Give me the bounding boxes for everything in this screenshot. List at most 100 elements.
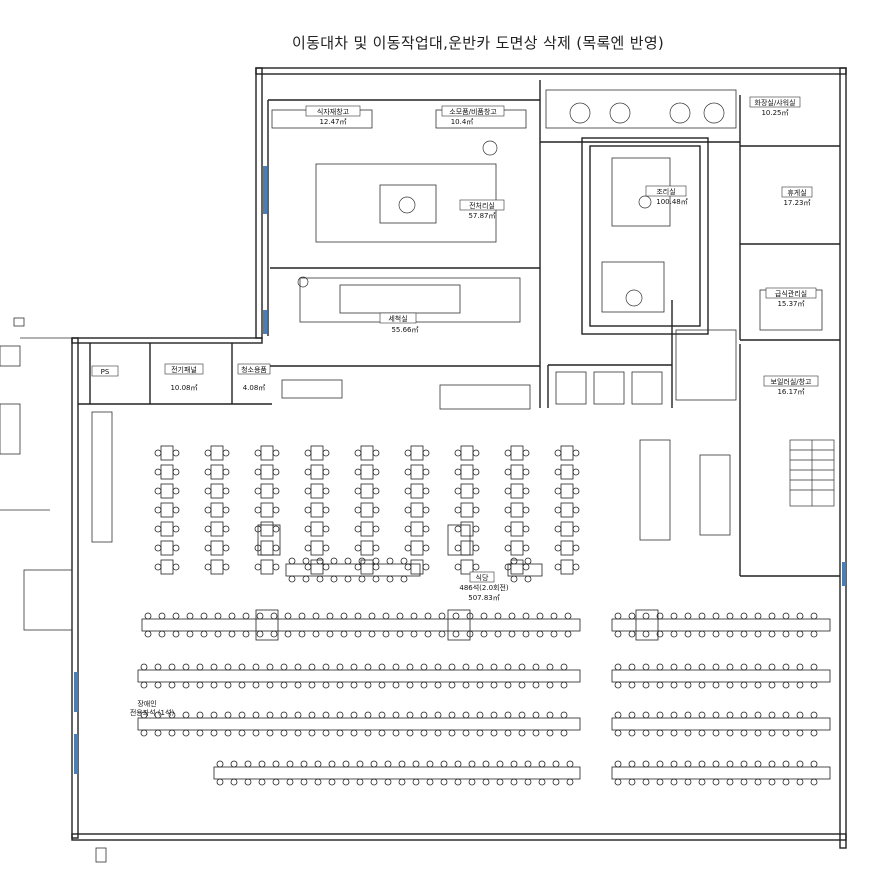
room-consumable-storage-name: 소모품/비품창고 bbox=[449, 107, 497, 116]
dining-table-mark bbox=[154, 663, 162, 671]
dining-table-mark bbox=[472, 544, 480, 552]
dining-table-mark bbox=[460, 445, 474, 461]
dining-table-mark bbox=[322, 729, 330, 737]
dining-table-mark bbox=[336, 711, 344, 719]
dining-table-mark bbox=[434, 681, 442, 689]
dining-table-mark bbox=[532, 711, 540, 719]
dining-table-mark bbox=[628, 681, 636, 689]
dining-table-mark bbox=[494, 630, 502, 638]
dining-table-mark bbox=[272, 778, 280, 786]
dining-table-mark bbox=[372, 506, 380, 514]
dining-table-mark bbox=[300, 778, 308, 786]
dining-table-mark bbox=[252, 663, 260, 671]
dining-table-mark bbox=[768, 612, 776, 620]
room-meal-office-area: 15.37㎡ bbox=[777, 300, 804, 308]
dining-table-mark bbox=[398, 760, 406, 768]
dining-table-mark bbox=[284, 612, 292, 620]
dining-table-mark bbox=[378, 711, 386, 719]
dining-table-mark bbox=[754, 711, 762, 719]
dining-table-mark bbox=[322, 506, 330, 514]
dining-table-mark bbox=[538, 778, 546, 786]
dining-table-mark bbox=[754, 729, 762, 737]
dining-table-mark bbox=[796, 778, 804, 786]
dining-table-mark bbox=[726, 729, 734, 737]
dining-table-mark bbox=[490, 681, 498, 689]
dining-table-mark bbox=[796, 729, 804, 737]
dining-table-mark bbox=[238, 681, 246, 689]
dining-table-mark bbox=[216, 760, 224, 768]
dining-table-mark bbox=[684, 681, 692, 689]
dining-table-mark bbox=[522, 468, 530, 476]
dining-table-mark bbox=[404, 563, 412, 571]
dining-table-mark bbox=[404, 468, 412, 476]
dining-table-mark bbox=[336, 729, 344, 737]
dining-table-mark bbox=[468, 760, 476, 768]
dining-table-mark bbox=[382, 612, 390, 620]
room-cooking-name: 조리실 bbox=[656, 187, 675, 196]
dining-table-mark bbox=[238, 729, 246, 737]
dining-table-mark bbox=[304, 563, 312, 571]
dining-table-mark bbox=[518, 681, 526, 689]
dining-table-mark bbox=[560, 559, 574, 575]
dining-table-mark bbox=[168, 729, 176, 737]
dining-table-mark bbox=[252, 681, 260, 689]
dining-table-mark bbox=[172, 544, 180, 552]
dining-table-mark bbox=[754, 663, 762, 671]
dining-table-mark bbox=[448, 729, 456, 737]
dining-table-mark bbox=[310, 483, 324, 499]
dining-table-mark bbox=[256, 612, 264, 620]
dining-table-mark bbox=[272, 525, 280, 533]
dining-table-mark bbox=[308, 681, 316, 689]
dining-table-mark bbox=[214, 612, 222, 620]
dining-table-mark bbox=[302, 575, 310, 583]
dining-table-mark bbox=[698, 681, 706, 689]
dining-table-mark bbox=[522, 612, 530, 620]
dining-table-mark bbox=[782, 778, 790, 786]
dining-table-mark bbox=[504, 729, 512, 737]
dining-table-mark bbox=[670, 612, 678, 620]
dining-table-mark bbox=[308, 729, 316, 737]
dining-table-mark bbox=[460, 483, 474, 499]
dining-table-mark bbox=[572, 563, 580, 571]
dining-table-mark bbox=[796, 630, 804, 638]
dining-table-mark bbox=[628, 612, 636, 620]
dining-table-mark bbox=[372, 449, 380, 457]
dining-table-mark bbox=[440, 778, 448, 786]
dining-table-mark bbox=[448, 663, 456, 671]
dining-table-mark bbox=[447, 524, 471, 556]
dining-table-mark bbox=[266, 663, 274, 671]
dining-table-mark bbox=[404, 544, 412, 552]
dining-table-mark bbox=[684, 760, 692, 768]
dining-table-mark bbox=[796, 663, 804, 671]
dining-table-mark bbox=[447, 609, 471, 641]
dining-table-mark bbox=[372, 468, 380, 476]
dining-table-mark bbox=[740, 681, 748, 689]
accessible-seat-label-2: 전용좌석 (1석) bbox=[130, 708, 175, 717]
dining-table-mark bbox=[522, 544, 530, 552]
dining-table-mark bbox=[468, 778, 476, 786]
dining-table-mark bbox=[160, 540, 174, 556]
dining-table-mark bbox=[312, 630, 320, 638]
dining-table-mark bbox=[140, 681, 148, 689]
dining-table-mark bbox=[182, 663, 190, 671]
dining-table-mark bbox=[154, 468, 162, 476]
dining-table-mark bbox=[222, 468, 230, 476]
dining-table-mark bbox=[204, 525, 212, 533]
dining-table-mark bbox=[472, 449, 480, 457]
dining-table-mark bbox=[260, 464, 274, 480]
dining-table-mark bbox=[260, 540, 274, 556]
dining-table-mark bbox=[172, 449, 180, 457]
room-cleaning-name: 청소용품 bbox=[241, 366, 267, 374]
dining-table-mark bbox=[222, 563, 230, 571]
dining-table-mark bbox=[552, 778, 560, 786]
dining-table-mark bbox=[510, 557, 518, 565]
dining-table-mark bbox=[182, 729, 190, 737]
dining-table-mark bbox=[560, 464, 574, 480]
dining-table-mark bbox=[522, 487, 530, 495]
dining-table-mark bbox=[204, 487, 212, 495]
dining-table-mark bbox=[507, 563, 543, 577]
dining-table-mark bbox=[546, 663, 554, 671]
dining-table-mark bbox=[712, 681, 720, 689]
dining-table-mark bbox=[224, 711, 232, 719]
dining-table-mark bbox=[304, 544, 312, 552]
